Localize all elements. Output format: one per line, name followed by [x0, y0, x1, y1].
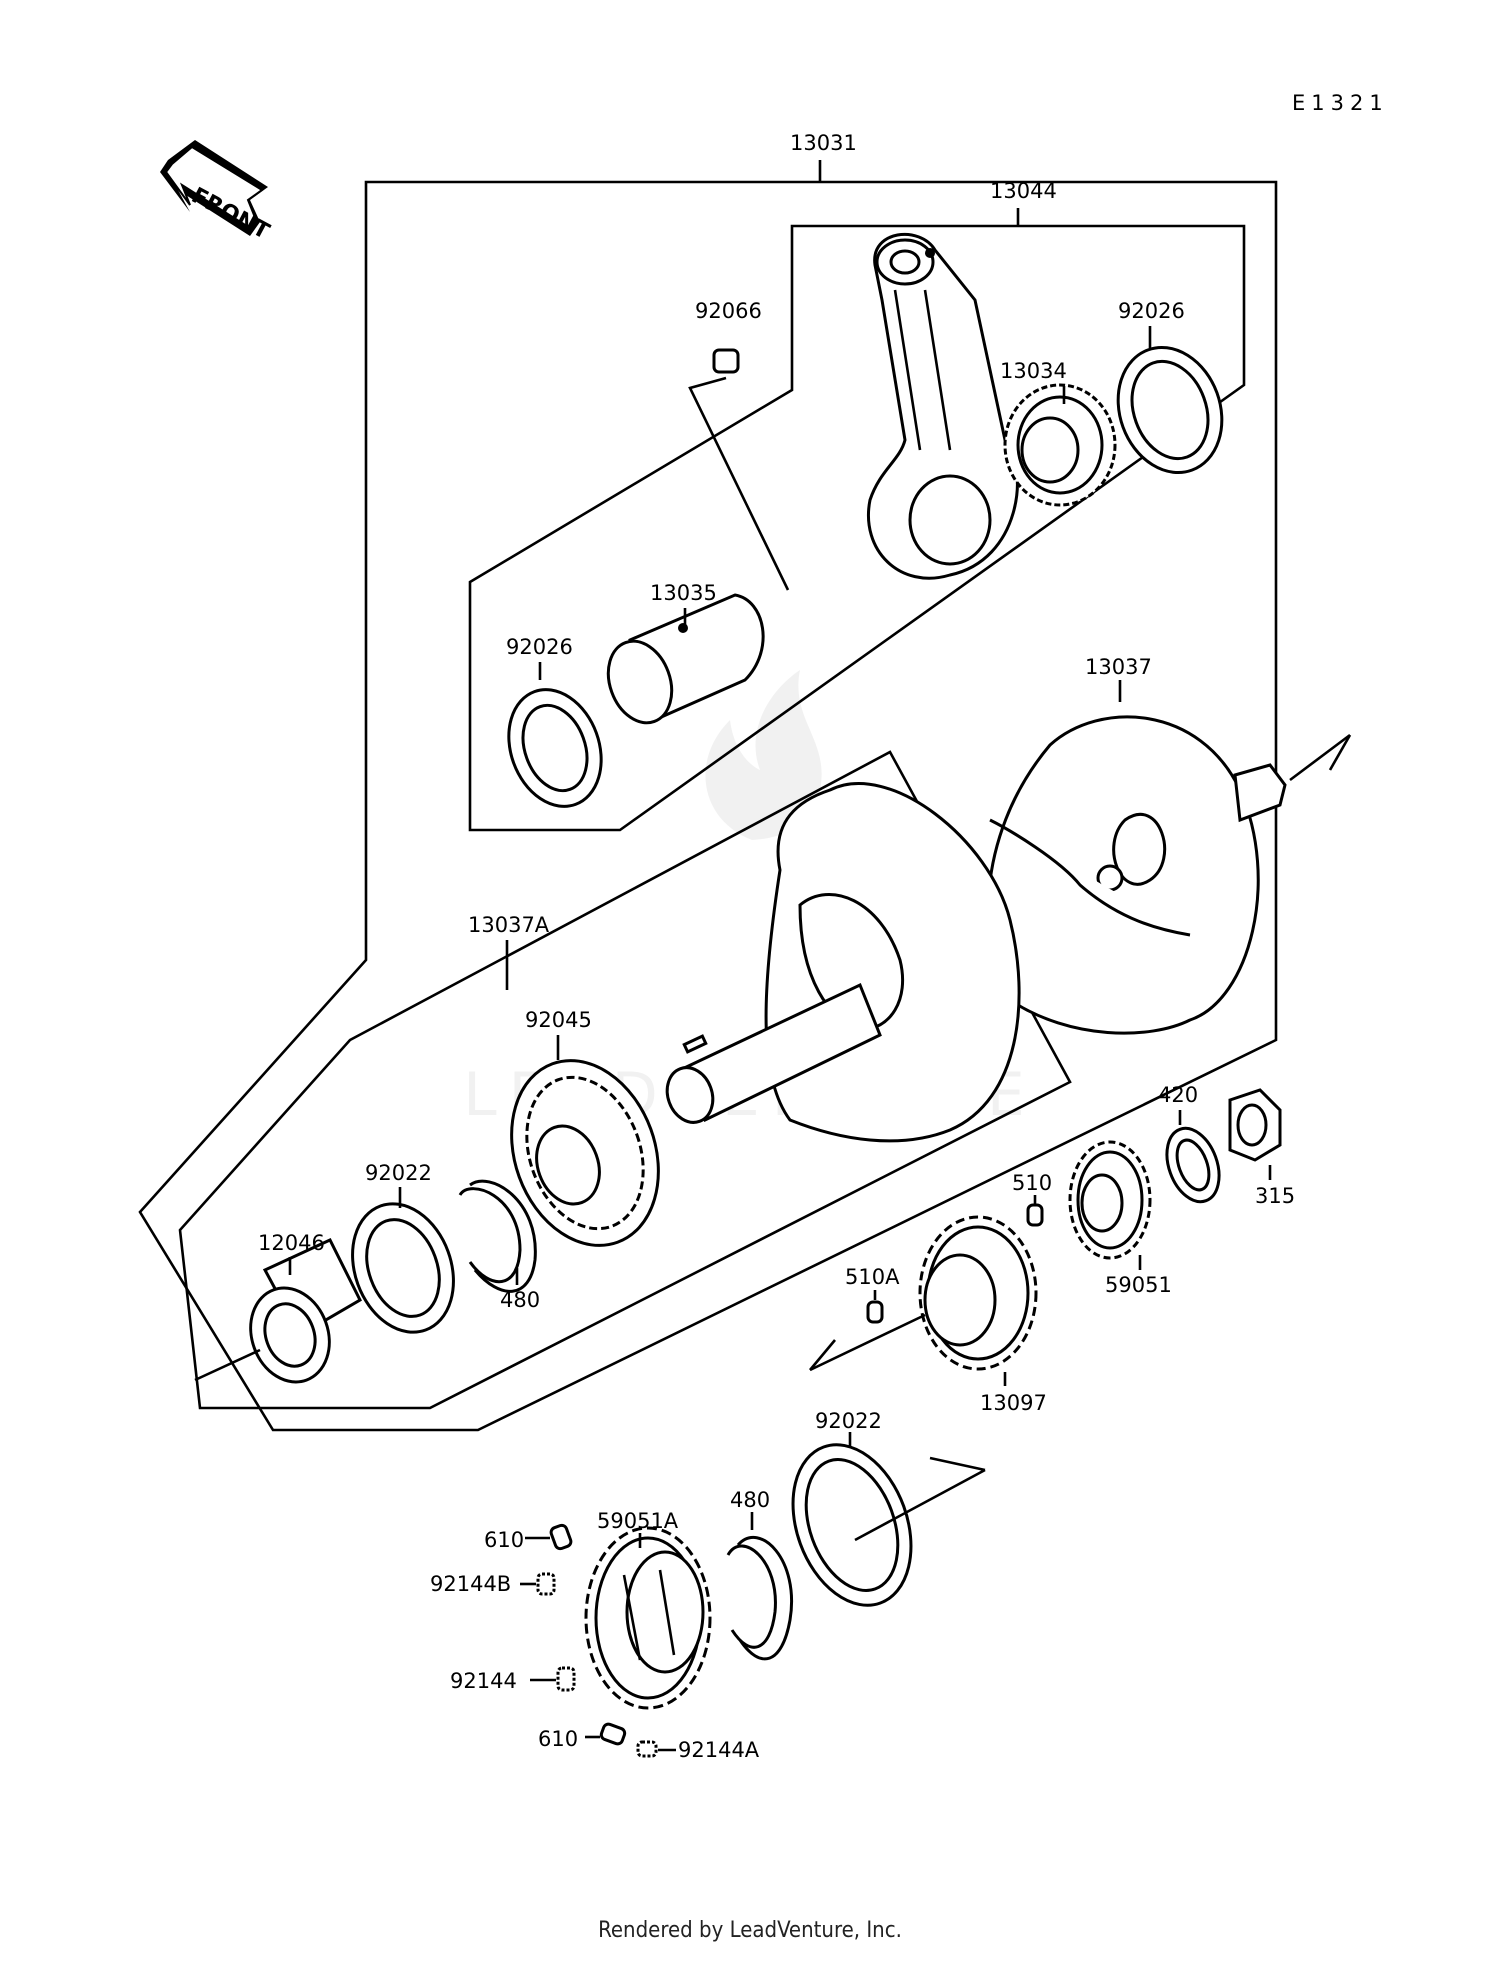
label-315: 315	[1255, 1184, 1295, 1208]
diagram-code: E1321	[1292, 91, 1389, 115]
label-13037A: 13037A	[468, 913, 550, 937]
part-480-circlip-b-icon	[726, 1536, 793, 1661]
part-315-nut-icon	[1228, 1088, 1282, 1162]
part-13034-needle-bearing-icon	[1003, 383, 1117, 507]
part-92026-washer-top-icon	[1116, 345, 1224, 475]
part-480-circlip-a-icon	[458, 1179, 537, 1293]
label-13031: 13031	[790, 131, 857, 155]
front-arrow-icon: FRONT	[160, 140, 273, 245]
label-420: 420	[1158, 1083, 1198, 1107]
part-92022-washer-b-icon	[791, 1443, 986, 1607]
label-510A: 510A	[845, 1265, 900, 1289]
part-92144-spring-icon	[556, 1666, 576, 1692]
label-480-b: 480	[730, 1488, 770, 1512]
part-13044-connecting-rod-icon	[867, 233, 1019, 580]
part-13037-crank-flywheel-icon	[986, 715, 1352, 1035]
label-92045: 92045	[525, 1008, 592, 1032]
part-92144B-spring-icon	[536, 1572, 556, 1596]
part-59051-gear-icon	[1068, 1140, 1152, 1260]
label-92022-b: 92022	[815, 1409, 882, 1433]
part-610-pin-a-icon	[549, 1523, 573, 1551]
conrod-kit-frame-13044	[468, 224, 1246, 832]
label-59051: 59051	[1105, 1273, 1172, 1297]
part-92026-washer-left-icon	[507, 688, 603, 808]
label-610-b: 610	[538, 1727, 578, 1751]
label-92066: 92066	[695, 299, 762, 323]
part-610-pin-b-icon	[599, 1722, 627, 1746]
part-92066-pin-icon	[712, 348, 740, 374]
footer-rendered-by: Rendered by LeadVenture, Inc.	[598, 1918, 902, 1943]
label-92026-left: 92026	[506, 635, 573, 659]
label-13097: 13097	[980, 1391, 1047, 1415]
part-510-key-icon	[1026, 1203, 1044, 1227]
label-92022-a: 92022	[365, 1161, 432, 1185]
part-12046-sprocket-icon	[194, 1238, 362, 1384]
part-92045-ball-bearing-icon	[510, 1059, 660, 1247]
label-13035: 13035	[650, 581, 717, 605]
label-59051A: 59051A	[597, 1509, 679, 1533]
part-13035-crank-pin-icon	[606, 593, 765, 725]
label-13034: 13034	[1000, 359, 1067, 383]
label-610-a: 610	[484, 1528, 524, 1552]
label-13044: 13044	[990, 179, 1057, 203]
label-92144A: 92144A	[678, 1738, 760, 1762]
label-510: 510	[1012, 1171, 1052, 1195]
label-92144: 92144	[450, 1669, 517, 1693]
part-92022-washer-a-icon	[351, 1202, 455, 1334]
part-59051A-gear-icon	[584, 1526, 712, 1710]
label-92026-top: 92026	[1118, 299, 1185, 323]
label-480-a: 480	[500, 1288, 540, 1312]
part-92144A-spring-icon	[636, 1740, 658, 1758]
part-13037A-crankshaft-icon	[665, 782, 1021, 1143]
label-13037: 13037	[1085, 655, 1152, 679]
part-420-washer-icon	[1165, 1126, 1221, 1204]
part-13097-gear-icon	[809, 1215, 1038, 1372]
crankshaft-frame-13037A	[178, 750, 1072, 1410]
label-92144B: 92144B	[430, 1572, 511, 1596]
part-510A-key-icon	[866, 1300, 884, 1324]
label-12046: 12046	[258, 1231, 325, 1255]
assembly-frame-13031-outline	[138, 180, 1278, 1432]
